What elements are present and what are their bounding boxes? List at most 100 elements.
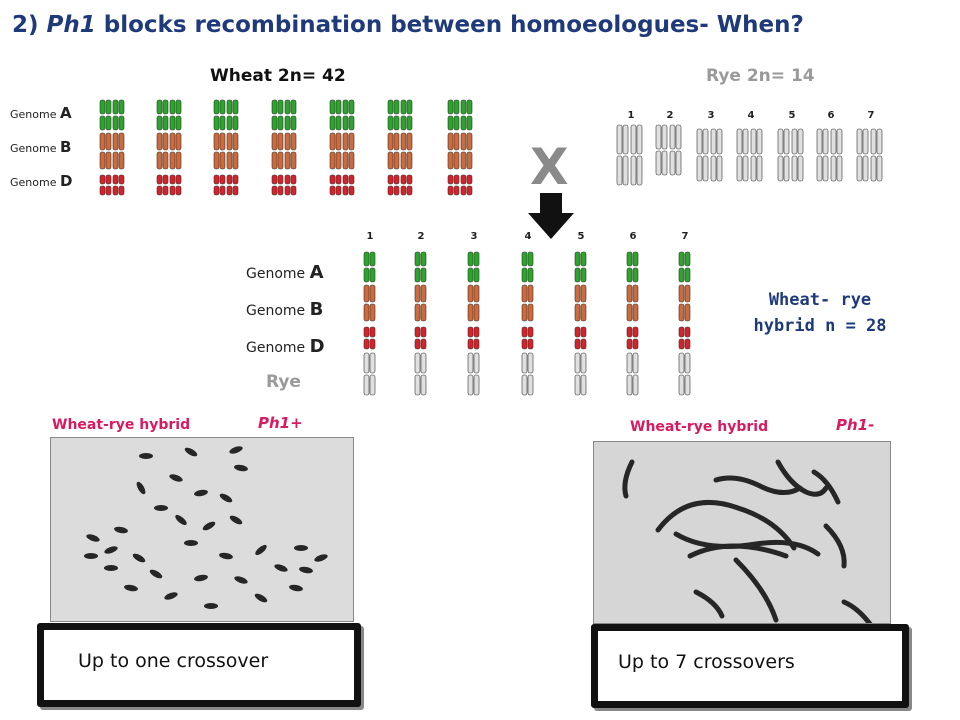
hybrid-chrom-d6 <box>626 326 639 350</box>
wheat-chrom-d7-1 <box>447 174 460 196</box>
bivalent-9 <box>154 505 168 511</box>
rye-chrom-7a <box>856 128 869 182</box>
wheat-chrom-b7-1 <box>447 132 460 170</box>
wheat-chrom-a2-1 <box>156 99 169 131</box>
wheat-chrom-d3-1 <box>213 174 226 196</box>
wheat-chrom-a4-1 <box>271 99 284 131</box>
hybrid-chrom-r4 <box>521 352 534 396</box>
wheat-chrom-d6-2 <box>400 174 413 196</box>
hybrid-chrom-r5 <box>574 352 587 396</box>
hybrid-genome-b-label: Genome B <box>246 299 324 320</box>
rye-nums-4: 4 <box>747 110 755 121</box>
hyb-nums-7: 7 <box>681 231 689 242</box>
rye-chrom-2b <box>669 124 682 176</box>
bivalent-21 <box>104 565 118 571</box>
wheat-chrom-d4-1 <box>271 174 284 196</box>
bivalent-31 <box>84 553 98 559</box>
wheat-chrom-b3-2 <box>226 132 239 170</box>
wheat-chrom-d7-2 <box>460 174 473 196</box>
wheat-chrom-a3-2 <box>226 99 239 131</box>
bivalent-17 <box>219 552 233 560</box>
wheat-chrom-b1-1 <box>99 132 112 170</box>
bivalent-6 <box>136 481 146 495</box>
rye-chrom-4a <box>736 128 749 182</box>
right-result-box: Up to 7 crossovers <box>591 624 909 708</box>
right-result-text: Up to 7 crossovers <box>618 651 795 673</box>
wheat-chrom-b4-2 <box>284 132 297 170</box>
rye-chrom-2a <box>655 124 668 176</box>
hybrid-label-line1: Wheat- rye <box>768 290 872 310</box>
bivalent-3 <box>229 446 243 454</box>
rye-chrom-5a <box>777 128 790 182</box>
wheat-chrom-b3-1 <box>213 132 226 170</box>
rye-chrom-6b <box>830 128 843 182</box>
wheat-chrom-b6-1 <box>387 132 400 170</box>
wheat-chrom-b2-2 <box>169 132 182 170</box>
bivalent-16 <box>184 540 198 546</box>
wheat-chrom-b5-2 <box>342 132 355 170</box>
rye-nums-2: 2 <box>666 110 674 121</box>
rye-chrom-7b <box>870 128 883 182</box>
hybrid-chrom-d5 <box>574 326 587 350</box>
hybrid-chrom-b2 <box>414 284 427 322</box>
hybrid-chrom-a1 <box>363 251 376 283</box>
wheat-chrom-b5-1 <box>329 132 342 170</box>
wheat-chrom-d3-2 <box>226 174 239 196</box>
wheat-chrom-d5-2 <box>342 174 355 196</box>
rye-nums-1: 1 <box>627 110 635 121</box>
bivalent-28 <box>254 593 268 603</box>
hybrid-label-line2: hybrid n = 28 <box>753 316 887 336</box>
right-genotype: Ph1- <box>836 416 875 434</box>
hybrid-chrom-r6 <box>626 352 639 396</box>
wheat-chrom-d4-2 <box>284 174 297 196</box>
rye-nums-6: 6 <box>827 110 835 121</box>
rye-nums-7: 7 <box>867 110 875 121</box>
chromosome-diagram <box>99 99 883 396</box>
wheat-chrom-d5-1 <box>329 174 342 196</box>
hybrid-chrom-b7 <box>678 284 691 322</box>
hybrid-chrom-b4 <box>521 284 534 322</box>
bivalent-18 <box>255 544 267 556</box>
wheat-chrom-a6-1 <box>387 99 400 131</box>
bivalent-4 <box>234 464 248 472</box>
bivalent-26 <box>164 592 178 600</box>
wheat-chrom-d1-2 <box>112 174 125 196</box>
rye-nums-5: 5 <box>788 110 796 121</box>
hybrid-chrom-a4 <box>521 251 534 283</box>
hybrid-label: Wheat- rye hybrid n = 28 <box>730 287 910 339</box>
wheat-chrom-a6-2 <box>400 99 413 131</box>
hyb-nums-3: 3 <box>470 231 478 242</box>
bivalent-32 <box>229 515 243 525</box>
slide-title: 2) Ph1 blocks recombination between homo… <box>12 12 804 38</box>
rye-chrom-6a <box>816 128 829 182</box>
wheat-chrom-a3-1 <box>213 99 226 131</box>
wheat-chrom-b7-2 <box>460 132 473 170</box>
wheat-chrom-a5-1 <box>329 99 342 131</box>
wheat-chrom-a5-2 <box>342 99 355 131</box>
hyb-nums-4: 4 <box>524 231 532 242</box>
wheat-chrom-a2-2 <box>169 99 182 131</box>
hybrid-chrom-a7 <box>678 251 691 283</box>
wheat-parent-label: Wheat 2n= 42 <box>210 66 346 86</box>
hybrid-genome-a-label: Genome A <box>246 262 324 283</box>
wheat-genome-d-label: Genome D <box>10 172 73 190</box>
hybrid-chrom-b5 <box>574 284 587 322</box>
rye-chrom-5b <box>791 128 804 182</box>
wheat-chrom-b4-1 <box>271 132 284 170</box>
bivalent-27 <box>204 603 218 609</box>
wheat-chrom-d2-1 <box>156 174 169 196</box>
rye-chrom-3a <box>696 128 709 182</box>
bivalent-8 <box>219 493 233 503</box>
wheat-chrom-a1-2 <box>112 99 125 131</box>
left-genotype: Ph1+ <box>258 414 303 432</box>
bivalent-5 <box>169 474 183 482</box>
wheat-chrom-a1-1 <box>99 99 112 131</box>
rye-chrom-1b <box>630 124 643 186</box>
hybrid-chrom-d7 <box>678 326 691 350</box>
wheat-chrom-a7-2 <box>460 99 473 131</box>
wheat-chrom-d6-1 <box>387 174 400 196</box>
bivalent-15 <box>132 553 146 563</box>
bivalent-12 <box>114 526 128 534</box>
hybrid-rye-label: Rye <box>266 372 301 392</box>
wheat-chrom-a4-2 <box>284 99 297 131</box>
